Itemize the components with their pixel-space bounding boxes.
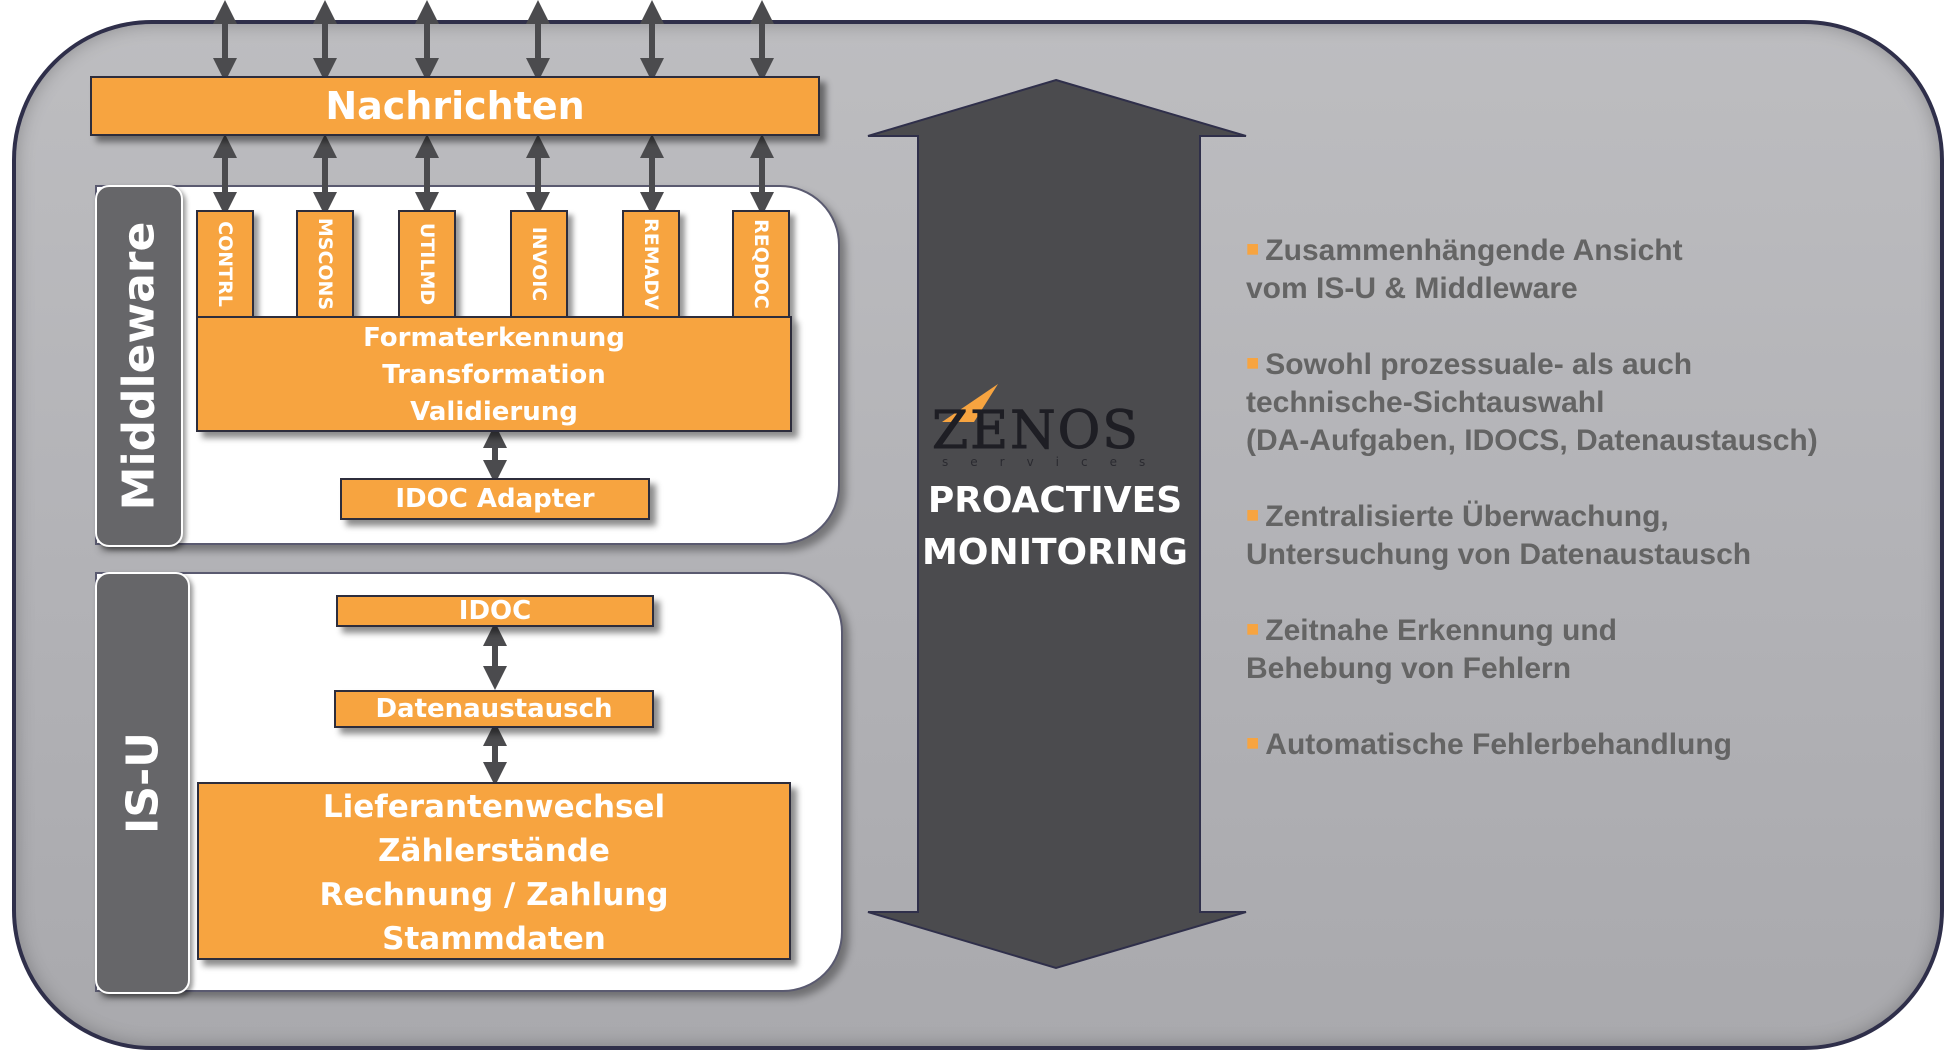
process-lieferantenwechsel: Lieferantenwechsel: [322, 789, 666, 825]
process-zaehlerstaende: Zählerstände: [378, 833, 610, 869]
feature-list: ■Zusammenhängende Ansicht vom IS-U & Mid…: [1246, 230, 1926, 800]
feature-item: ■Automatische Fehlerbehandlung: [1246, 728, 1733, 761]
monitoring-title: PROACTIVES MONITORING: [900, 475, 1210, 579]
processing-formaterkennung: Formaterkennung: [363, 323, 625, 353]
processes-box: Lieferantenwechsel Zählerstände Rechnung…: [197, 782, 791, 960]
datenaustausch-box: Datenaustausch: [334, 690, 654, 728]
msg-mscons: MSCONS: [296, 210, 354, 318]
idoc-adapter-box: IDOC Adapter: [340, 478, 650, 520]
middleware-label: Middleware: [95, 185, 183, 547]
feature-item: ■Zusammenhängende Ansicht vom IS-U & Mid…: [1246, 234, 1683, 305]
processing-validierung: Validierung: [410, 397, 578, 427]
processing-transformation: Transformation: [382, 360, 606, 390]
process-rechnung-zahlung: Rechnung / Zahlung: [319, 877, 669, 913]
feature-item: ■Zeitnahe Erkennung und Behebung von Feh…: [1246, 614, 1617, 685]
feature-item: ■Zentralisierte Überwachung, Untersuchun…: [1246, 500, 1752, 571]
logo-subtitle: services: [942, 455, 1167, 468]
msg-contrl: CONTRL: [196, 210, 254, 318]
logo-wordmark: ZENOS: [932, 401, 1140, 461]
feature-item: ■Sowohl prozessuale- als auch technische…: [1246, 348, 1818, 457]
msg-reqdoc: REQDOC: [732, 210, 790, 318]
processing-box: Formaterkennung Transformation Validieru…: [196, 316, 792, 432]
isu-label: IS-U: [95, 572, 190, 994]
idoc-box: IDOC: [336, 595, 654, 627]
logo-mark: [942, 384, 998, 422]
msg-utilmd: UTILMD: [398, 210, 456, 318]
monitoring-line-1: PROACTIVES: [927, 480, 1183, 521]
monitoring-line-2: MONITORING: [922, 532, 1188, 573]
monitoring-double-arrow: [867, 78, 1247, 970]
msg-invoic: INVOIC: [510, 210, 568, 318]
nachrichten-bar: Nachrichten: [90, 76, 820, 136]
zenos-logo: ZENOS services: [932, 384, 1167, 468]
process-stammdaten: Stammdaten: [382, 921, 606, 957]
msg-remadv: REMADV: [622, 210, 680, 318]
